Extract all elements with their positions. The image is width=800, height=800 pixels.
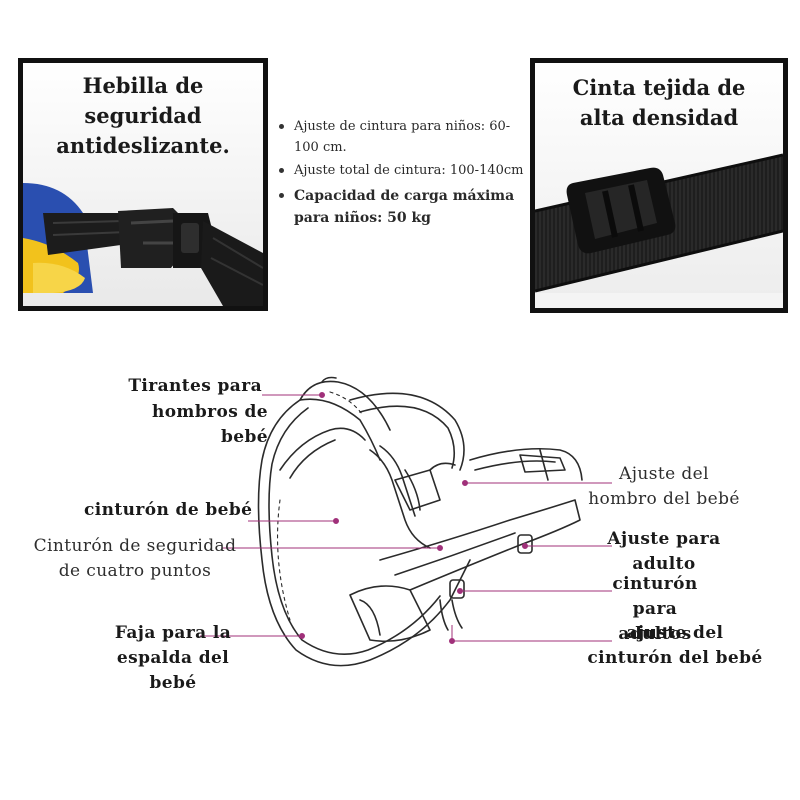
label-line: espalda del bebé — [116, 648, 230, 693]
spec-total-waist: Ajuste total de cintura: 100-140cm — [276, 160, 526, 181]
buckle-photo — [23, 63, 263, 306]
label-line: Ajuste para — [607, 529, 721, 549]
buckle-panel-title: Hebilla de seguridad antideslizante. — [23, 71, 263, 161]
label-baby-shoulder-straps-2: hombros de bebé — [108, 400, 268, 450]
label-baby-belt: cinturón de bebé — [84, 498, 252, 523]
label-line: hombros de bebé — [151, 402, 268, 447]
buckle-title-line1: Hebilla de seguridad — [82, 73, 204, 128]
specs-list: Ajuste de cintura para niños: 60-100 cm.… — [276, 116, 526, 231]
label-line: ajuste del — [626, 623, 724, 643]
buckle-title-line2: antideslizante. — [56, 133, 230, 158]
label-line: adulto — [632, 554, 696, 574]
label-line: de cuatro puntos — [58, 561, 212, 581]
label-line: cinturón — [612, 574, 698, 594]
bullet-icon — [279, 193, 284, 198]
webbing-photo — [535, 63, 783, 308]
webbing-title-line2: alta densidad — [579, 105, 739, 130]
webbing-title-line1: Cinta tejida de — [572, 75, 746, 100]
bullet-icon — [279, 124, 284, 129]
buckle-photo-panel: Hebilla de seguridad antideslizante. — [18, 58, 268, 311]
label-line: cinturón de bebé — [84, 500, 253, 520]
label-line: hombro del bebé — [588, 489, 740, 509]
bullet-icon — [279, 168, 284, 173]
spec-text: Ajuste total de cintura: 100-140cm — [294, 163, 524, 178]
label-line: Cinturón de seguridad — [33, 536, 237, 556]
label-line: Ajuste del — [619, 464, 709, 484]
webbing-panel-title: Cinta tejida de alta densidad — [535, 73, 783, 133]
label-back-girdle: Faja para la espalda del bebé — [96, 621, 250, 696]
label-four-point-belt: Cinturón de seguridad de cuatro puntos — [30, 534, 240, 584]
label-adult-adjust: Ajuste para adulto — [605, 527, 723, 577]
label-baby-shoulder-straps: Tirantes para — [128, 374, 262, 399]
spec-text: Ajuste de cintura para niños: 60-100 cm. — [294, 119, 511, 155]
label-adult-belt: cinturón para adultos — [594, 572, 716, 647]
label-baby-shoulder-adjust: Ajuste del hombro del bebé — [584, 462, 744, 512]
spec-text: Capacidad de carga máxima para niños: 50… — [294, 188, 515, 226]
label-line: Faja para la — [114, 623, 232, 643]
label-line: cinturón del bebé — [587, 648, 763, 668]
spec-child-waist: Ajuste de cintura para niños: 60-100 cm. — [276, 116, 526, 158]
webbing-photo-panel: Cinta tejida de alta densidad — [530, 58, 788, 313]
spec-max-load: Capacidad de carga máxima para niños: 50… — [276, 185, 526, 229]
label-line: Tirantes para — [128, 376, 262, 396]
label-line: para adultos — [618, 599, 692, 644]
label-baby-belt-adjust: ajuste del cinturón del bebé — [578, 621, 772, 671]
